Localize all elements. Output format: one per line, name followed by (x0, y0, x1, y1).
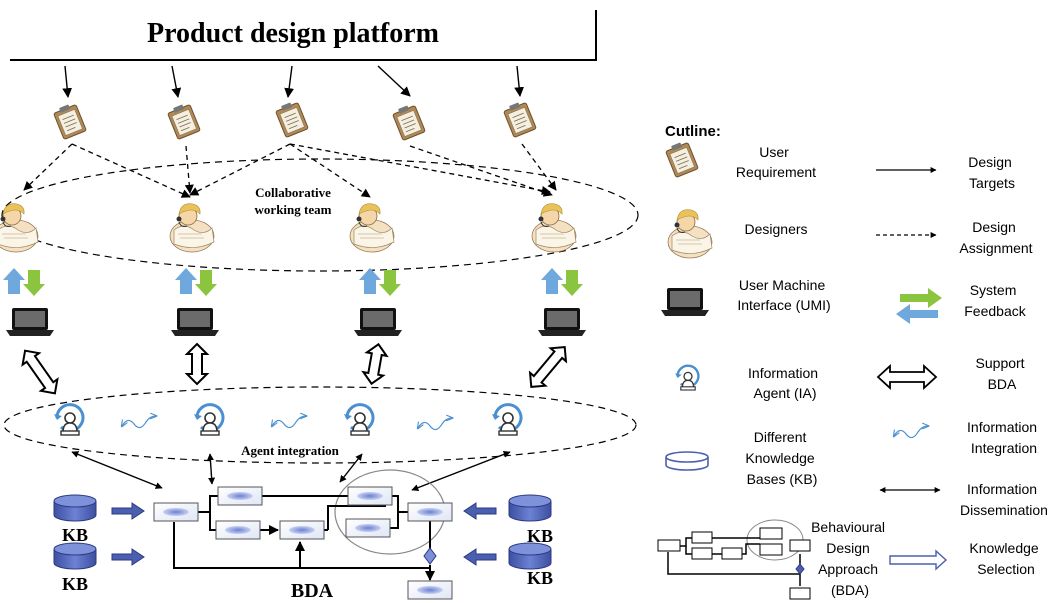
laptop-icon (538, 308, 586, 336)
database-icon (53, 494, 97, 522)
legend-meaning-information-integration: Information Integration (967, 419, 1041, 456)
legend-label-designers: Designers (744, 221, 807, 237)
agent-icon (192, 403, 225, 437)
user-machine-interfaces (6, 308, 586, 336)
designer-icon (0, 203, 39, 253)
cutline-title: Cutline: (665, 123, 721, 140)
information-dissemination-arrows (71, 451, 511, 491)
agent-icon (342, 403, 375, 437)
kb-label: KB (62, 574, 88, 594)
collaborative-team-ellipse (1, 158, 639, 272)
feedback-up-arrow (3, 268, 25, 294)
support-bda-arrows (21, 342, 568, 395)
database-icon (665, 451, 709, 471)
bda-node (407, 580, 453, 600)
team-label-line2: working team (255, 202, 332, 217)
laptop-icon (354, 308, 402, 336)
clipboard-icon (392, 104, 426, 141)
legend-meaning-information-dissemination: Information Dissemination (960, 481, 1048, 518)
platform-bracket (10, 10, 597, 61)
legend-label-user-requirement: User Requirement (736, 144, 816, 180)
designer-icon (531, 203, 577, 253)
bda-node (217, 486, 263, 506)
database-icon (53, 542, 97, 570)
bda-label: BDA (291, 580, 334, 602)
bda-node (153, 502, 199, 522)
designer-icon (349, 203, 395, 253)
legend-label-knowledge-bases: Different Knowledge Bases (KB) (745, 429, 818, 487)
wavy-arrow-symbol (894, 426, 928, 438)
knowledge-selection-arrow (463, 548, 497, 566)
agent-integration-label: Agent integration (241, 443, 340, 458)
system-feedback-arrows (3, 268, 583, 296)
legend-meaning-knowledge-selection: Knowledge Selection (969, 540, 1042, 577)
platform-title: Product design platform (147, 18, 439, 49)
legend-label-umi: User Machine Interface (UMI) (737, 277, 830, 313)
legend-label-information-agent: Information Agent (IA) (748, 365, 822, 401)
clipboard-icon (53, 103, 87, 140)
hollow-arrow-symbol (889, 549, 948, 571)
legend-meaning-design-assignment: Design Assignment (959, 219, 1032, 256)
bda-flow (153, 469, 453, 600)
database-icon (508, 542, 552, 570)
product-design-platform: Product design platform (10, 10, 597, 61)
legend-meaning-design-targets: Design Targets (968, 154, 1015, 191)
feedback-down-arrow (23, 270, 45, 296)
bda-icon (657, 519, 811, 600)
kb-label: KB (527, 526, 553, 546)
database-icon (508, 494, 552, 522)
legend-label-bda: Behavioural Design Approach (BDA) (811, 519, 889, 598)
bda-node (347, 486, 393, 506)
knowledge-selection-arrow (463, 502, 497, 520)
bda-node (279, 520, 325, 540)
knowledge-bases: KB KB KB KB (53, 494, 553, 594)
user-requirements (53, 101, 537, 141)
feedback-arrows-symbol (896, 288, 942, 324)
information-integration-arrows (122, 416, 452, 430)
laptop-icon (661, 288, 709, 316)
clipboard-icon (503, 101, 537, 138)
bda-node (345, 518, 391, 538)
knowledge-selection-arrow (111, 502, 145, 520)
knowledge-selection-arrow (111, 548, 145, 566)
legend-meaning-system-feedback: System Feedback (964, 282, 1026, 319)
bda-node (215, 520, 261, 540)
clipboard-icon (665, 141, 699, 178)
laptop-icon (6, 308, 54, 336)
double-arrow-symbol (876, 363, 938, 391)
bda-node (407, 502, 453, 522)
design-target-arrows (62, 65, 524, 98)
designer-icon (667, 209, 713, 259)
agent-icon (490, 403, 523, 437)
laptop-icon (171, 308, 219, 336)
designer-icon (169, 203, 215, 253)
information-agents (52, 403, 523, 437)
legend-meaning-support-bda: Support BDA (976, 355, 1029, 392)
agent-integration-ellipse (3, 386, 637, 464)
design-assignment-arrows (23, 143, 557, 198)
cutline-legend: Cutline: User Requirement Design Targets… (657, 123, 1048, 600)
kb-label: KB (62, 525, 88, 545)
agent-icon (674, 364, 700, 392)
clipboard-icon (275, 101, 309, 138)
agent-icon (52, 403, 85, 437)
clipboard-icon (167, 103, 201, 140)
team-label-line1: Collaborative (255, 185, 331, 200)
kb-label: KB (527, 568, 553, 588)
